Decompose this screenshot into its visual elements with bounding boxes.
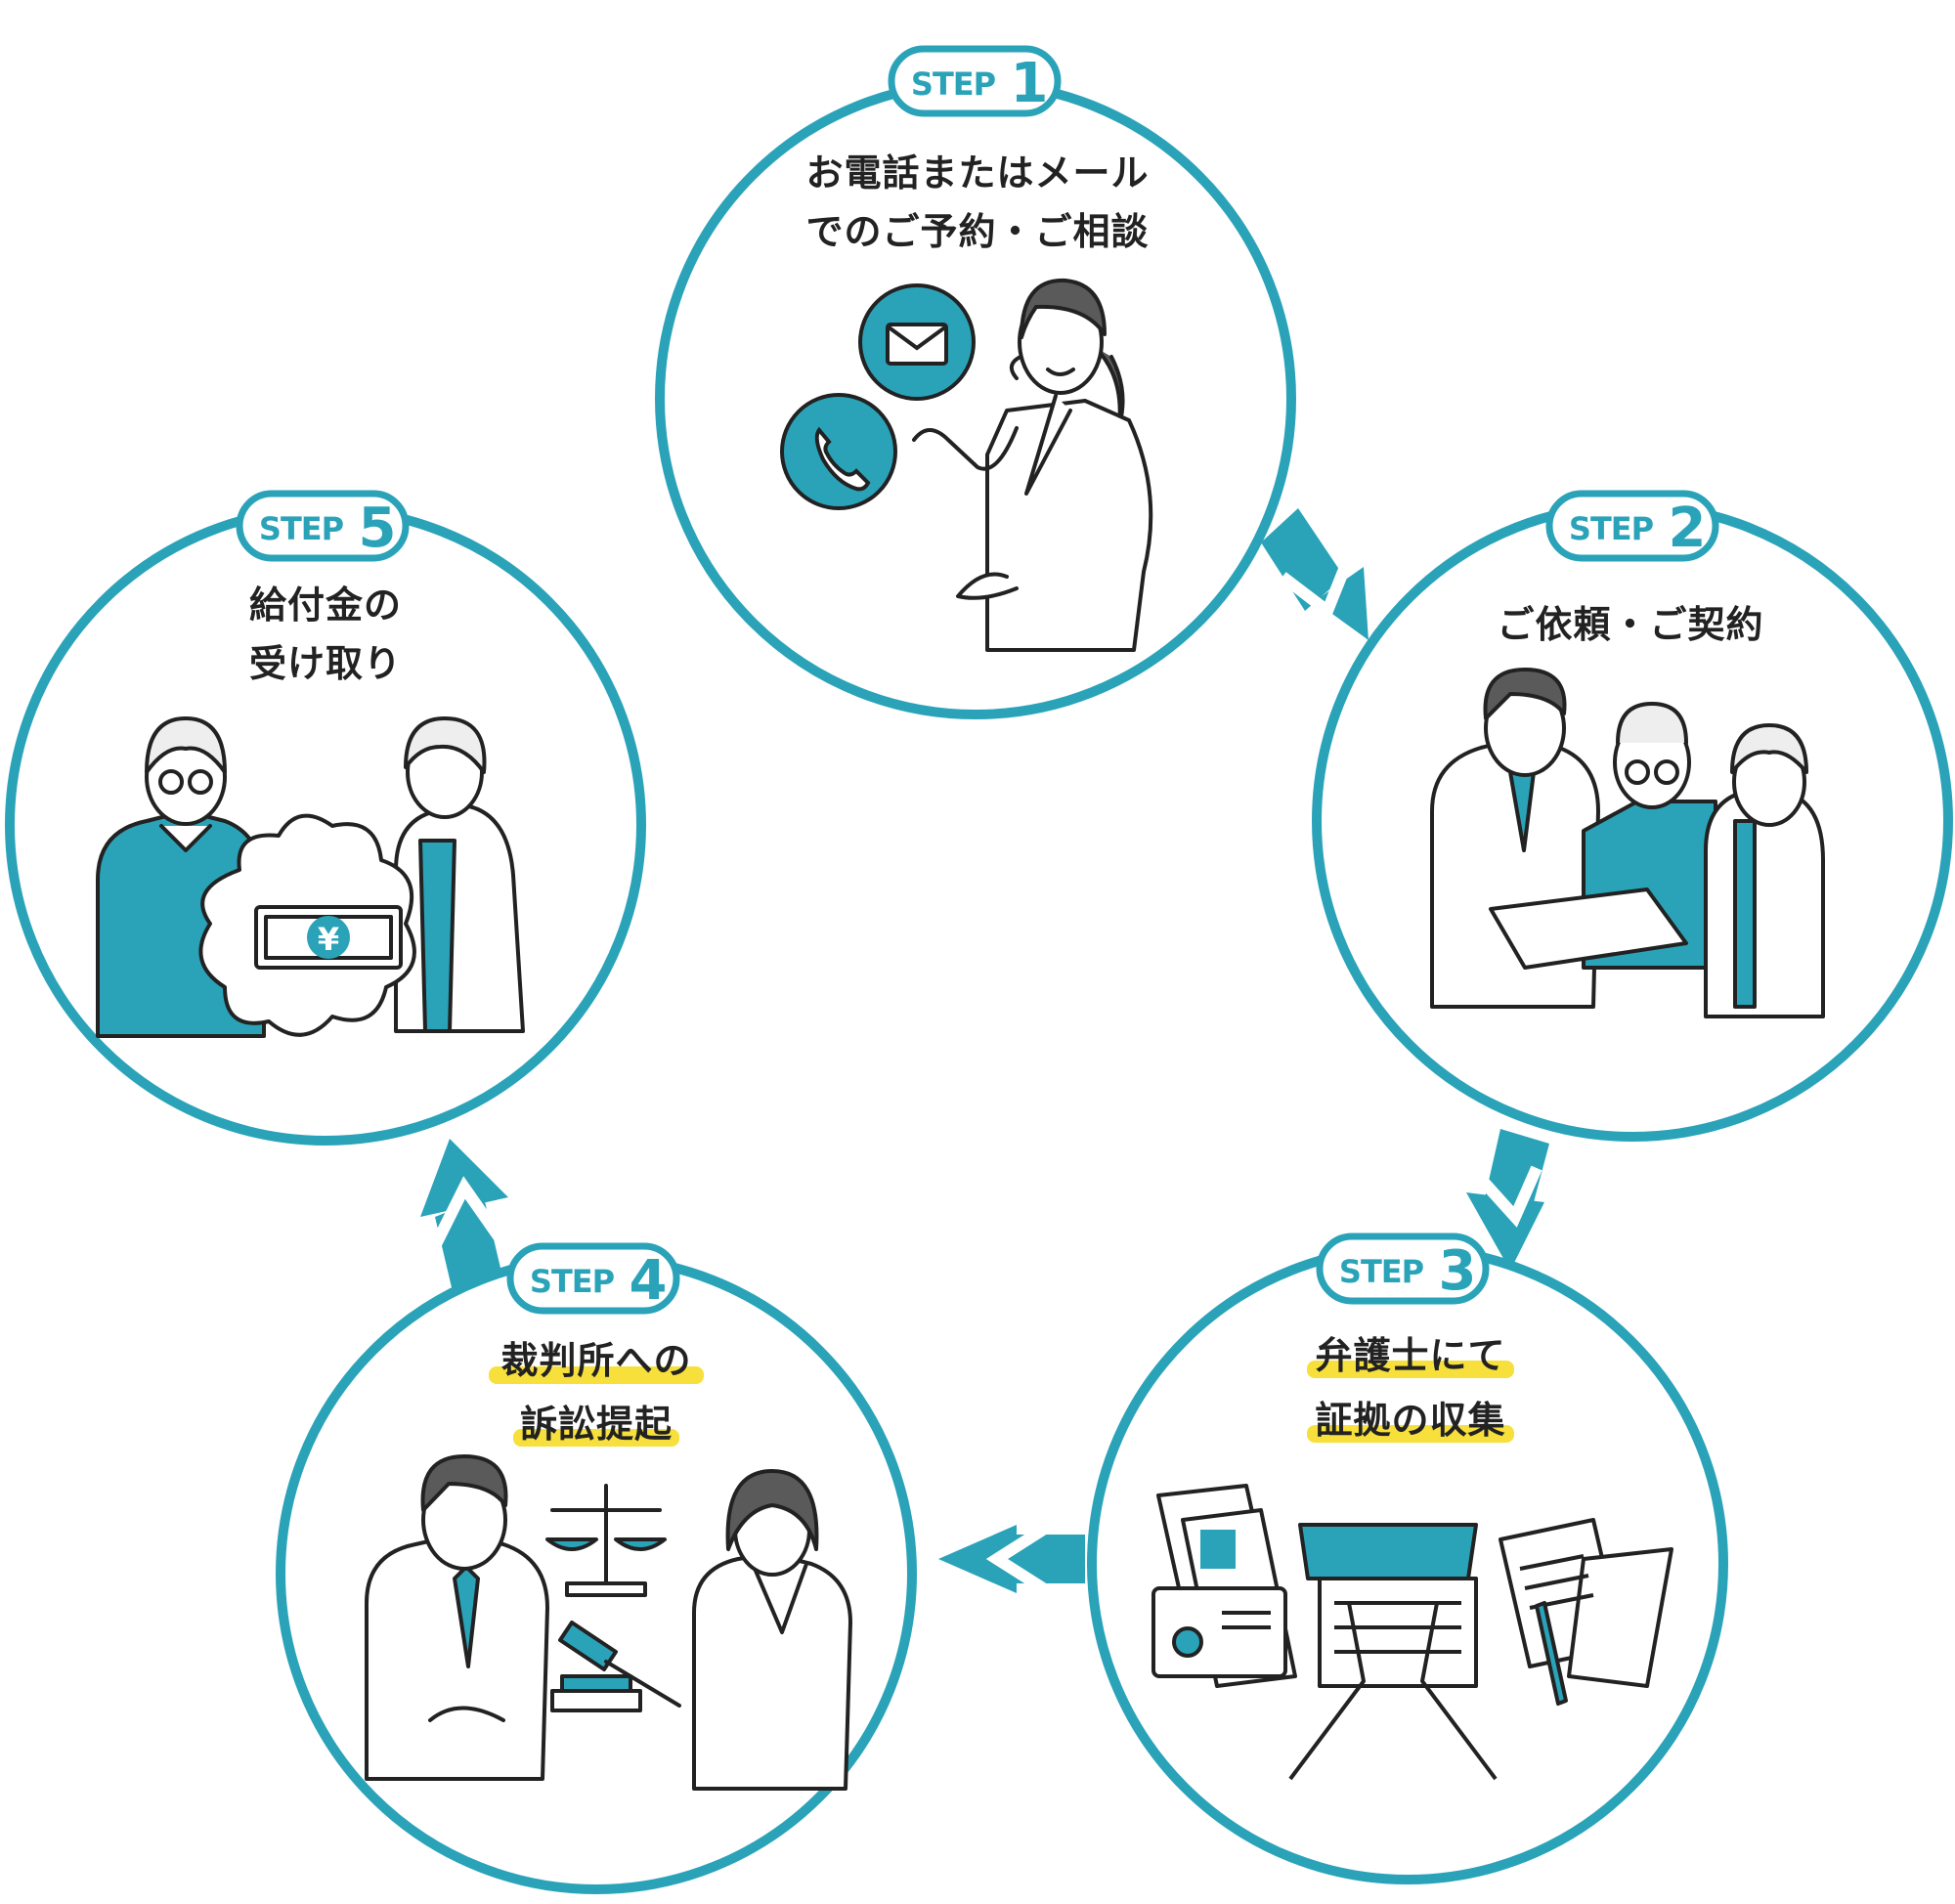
step-5-title-line2: 受け取り <box>249 642 402 685</box>
step-4-badge-label: STEP <box>530 1263 615 1300</box>
step-2-badge: STEP 2 <box>1545 490 1719 562</box>
operator-woman <box>912 278 1153 652</box>
svg-text:¥: ¥ <box>318 921 339 958</box>
step-4-title-line2: 訴訟提起 <box>520 1403 673 1446</box>
step-3-title-line1: 弁護士にて <box>1315 1334 1505 1377</box>
step-1-title-line1: お電話またはメール <box>805 151 1149 195</box>
step-4-illustration <box>365 1454 852 1791</box>
mail-icon <box>858 283 976 401</box>
step-2-badge-label: STEP <box>1569 510 1654 547</box>
step-3-badge: STEP 3 <box>1316 1233 1490 1305</box>
arrow-step3-to-step4 <box>938 1519 1085 1599</box>
step-2-title-line1: ご依頼・ご契約 <box>1497 603 1763 646</box>
step-3-badge-label: STEP <box>1339 1253 1424 1290</box>
flow-arrows <box>420 508 1549 1599</box>
step-2-badge-number: 2 <box>1669 497 1707 560</box>
step-3: STEP 3 弁護士にて 証拠の収集 <box>1087 1233 1728 1884</box>
step-2-illustration <box>1430 668 1825 1018</box>
step-5-badge: STEP 5 <box>236 490 410 562</box>
arrow-step1-to-step2 <box>1261 508 1368 640</box>
step-1-illustration <box>780 278 1153 652</box>
step-5: STEP 5 給付金の 受け取り ¥ <box>5 490 646 1146</box>
arrow-step2-to-step3 <box>1466 1129 1549 1271</box>
step-3-title-line2: 証拠の収集 <box>1315 1399 1505 1442</box>
step-2: STEP 2 ご依頼・ご契約 <box>1312 490 1953 1142</box>
step-3-badge-number: 3 <box>1439 1239 1477 1303</box>
step-4-title-line1: 裁判所への <box>500 1339 691 1382</box>
step-5-illustration: ¥ <box>96 716 525 1038</box>
step-4-badge-number: 4 <box>630 1249 668 1313</box>
step-1-badge-label: STEP <box>911 65 996 103</box>
step-5-badge-number: 5 <box>359 497 397 560</box>
step-1-title-line2: でのご予約・ご相談 <box>805 210 1149 253</box>
step-4-badge: STEP 4 <box>506 1242 680 1315</box>
phone-icon <box>780 393 897 510</box>
step-1: STEP 1 お電話またはメール でのご予約・ご相談 <box>655 45 1296 719</box>
step-3-title-highlights <box>1307 1361 1514 1443</box>
step-1-badge: STEP 1 <box>888 45 1062 117</box>
step-4: STEP 4 裁判所への 訴訟提起 <box>276 1242 917 1894</box>
step-5-badge-label: STEP <box>259 510 344 547</box>
step-1-badge-number: 1 <box>1011 52 1049 115</box>
step-5-title-line1: 給付金の <box>249 584 402 627</box>
step-3-illustration <box>1151 1484 1673 1781</box>
step-4-title-highlights <box>489 1366 704 1447</box>
